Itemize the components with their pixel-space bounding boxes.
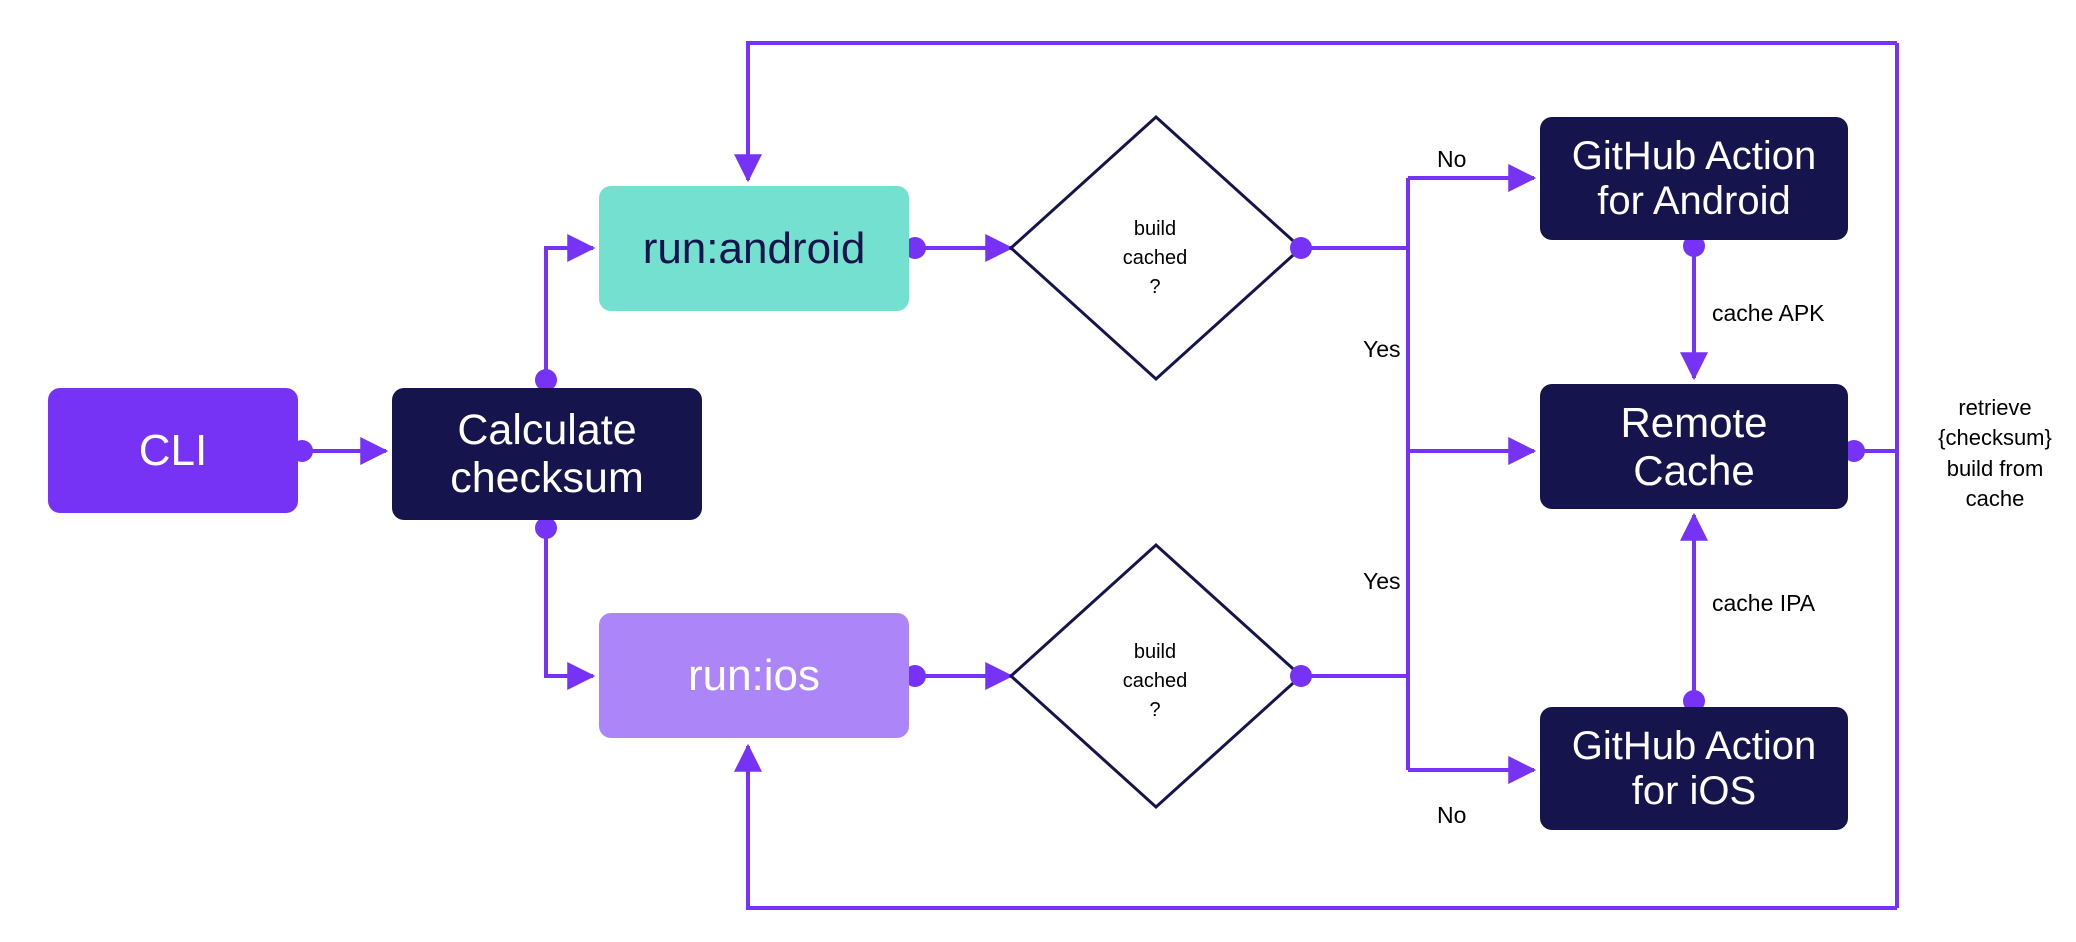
decision-label-ios: build cached ? [1122, 641, 1188, 721]
annotation-retrieve-checksum: retrieve {checksum} build from cache [1938, 395, 2052, 512]
node-cli[interactable]: CLI [48, 388, 298, 513]
dot-decision-ios-out [1290, 665, 1312, 687]
node-run-ios[interactable]: run:ios [599, 613, 909, 738]
node-run-android[interactable]: run:android [599, 186, 909, 311]
edge-checksum-to-run-android [544, 234, 596, 380]
edge-label-cache-apk: cache APK [1712, 300, 1825, 326]
edge-label-ios-no: No [1437, 802, 1467, 828]
node-github-action-android[interactable]: GitHub Action for Android [1540, 117, 1848, 240]
node-remote-cache[interactable]: Remote Cache [1540, 384, 1848, 509]
dot-decision-android-out [1290, 237, 1312, 259]
node-github-action-ios[interactable]: GitHub Action for iOS [1540, 707, 1848, 830]
edge-checksum-to-run-ios [544, 528, 596, 690]
edge-label-ios-yes: Yes [1363, 568, 1401, 594]
edge-label-android-yes: Yes [1363, 336, 1401, 362]
node-calculate-checksum[interactable]: Calculate checksum [392, 388, 702, 520]
decision-label-android: build cached ? [1122, 218, 1188, 298]
dot-checksum-bottom [535, 517, 557, 539]
edge-label-android-no: No [1437, 146, 1467, 172]
edge-label-cache-ipa: cache IPA [1712, 590, 1816, 616]
